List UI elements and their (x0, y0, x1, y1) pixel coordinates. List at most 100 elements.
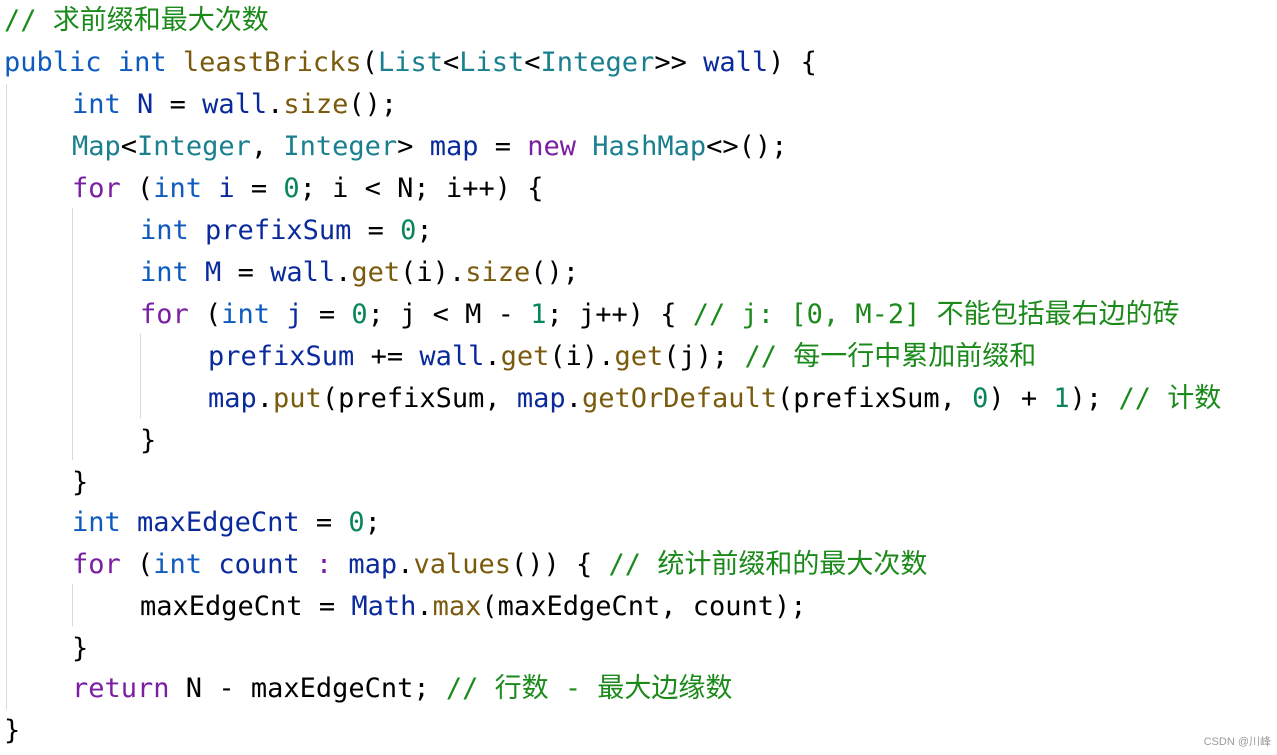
punct: ) + (988, 383, 1054, 414)
comment: // 统计前缀和的最大次数 (608, 549, 928, 580)
brace: } (4, 715, 21, 746)
code-line-14: for (int count : map.values()) { // 统计前缀… (72, 544, 927, 586)
paren: ( (120, 549, 154, 580)
punct: ; (416, 215, 433, 246)
keyword-int: int (221, 299, 271, 330)
number: 0 (351, 299, 368, 330)
paren: ( (188, 299, 222, 330)
code-line-18: } (4, 710, 20, 752)
var-map: map (429, 131, 479, 162)
comment: // 行数 - 最大边缘数 (445, 673, 733, 704)
number: 0 (283, 173, 300, 204)
punct: (); (348, 89, 398, 120)
class-list: List (377, 47, 443, 78)
method-get: get (351, 257, 401, 288)
angle: >> (654, 47, 687, 78)
dot: . (484, 341, 501, 372)
punct: (i). (549, 341, 615, 372)
var-maxedgecnt: maxEdgeCnt (137, 507, 300, 538)
method-max: max (432, 591, 482, 622)
comment: // j: [0, M-2] 不能包括最右边的砖 (692, 299, 1180, 330)
code-line-4: Map<Integer, Integer> map = new HashMap<… (72, 126, 787, 168)
code-line-9: prefixSum += wall.get(i).get(j); // 每一行中… (208, 336, 1036, 378)
number: 1 (530, 299, 547, 330)
comment: // 每一行中累加前缀和 (744, 341, 1037, 372)
code-line-12: } (72, 462, 88, 504)
brace: } (72, 633, 89, 664)
var-maxedgecnt: maxEdgeCnt (140, 591, 303, 622)
brace: } (72, 467, 89, 498)
class-integer: Integer (540, 47, 655, 78)
number: 1 (1053, 383, 1070, 414)
method-size: size (465, 257, 531, 288)
angle: < (442, 47, 460, 78)
code-line-16: } (72, 628, 88, 670)
class-hashmap: HashMap (592, 131, 707, 162)
punct: (i). (400, 257, 466, 288)
punct: (maxEdgeCnt, count); (481, 591, 807, 622)
comma: , (250, 131, 284, 162)
keyword-int: int (140, 257, 189, 288)
keyword-int: int (72, 89, 121, 120)
class-map: Map (72, 131, 121, 162)
indent-guide-level-1 (6, 84, 7, 710)
operator: = (221, 257, 271, 288)
operator: = (153, 89, 203, 120)
indent-guide-level-2 (72, 208, 73, 460)
paren: ( (120, 173, 154, 204)
keyword-int: int (153, 173, 203, 204)
dot: . (565, 383, 582, 414)
var-count: count (202, 549, 300, 580)
number: 0 (400, 215, 417, 246)
punct: (j); (663, 341, 745, 372)
method-name: leastBricks (182, 47, 362, 78)
operator: = (302, 299, 352, 330)
code-line-1: // 求前缀和最大次数 (4, 0, 269, 42)
operator: = (299, 507, 349, 538)
dot: . (397, 549, 414, 580)
class-list: List (459, 47, 525, 78)
punct: <>(); (706, 131, 788, 162)
expression: N - maxEdgeCnt; (169, 673, 446, 704)
keyword-public: public (4, 47, 102, 78)
class-integer: Integer (283, 131, 398, 162)
var-m: M (205, 257, 222, 288)
var-prefixsum: prefixSum (208, 341, 355, 372)
angle: > (397, 131, 414, 162)
class-integer: Integer (137, 131, 251, 162)
paren: ) { (768, 47, 817, 78)
number: 0 (348, 507, 365, 538)
punct: ; (364, 507, 381, 538)
operator: = (351, 215, 401, 246)
var-wall: wall (270, 257, 336, 288)
dot: . (267, 89, 284, 120)
code-line-8: for (int j = 0; j < M - 1; j++) { // j: … (140, 294, 1180, 336)
keyword-int: int (140, 215, 189, 246)
operator: = (302, 591, 352, 622)
punct: ; j < M - (367, 299, 531, 330)
code-line-17: return N - maxEdgeCnt; // 行数 - 最大边缘数 (72, 668, 732, 710)
comment: // 求前缀和最大次数 (4, 5, 269, 36)
code-line-3: int N = wall.size(); (72, 84, 397, 126)
var-j: j (270, 299, 303, 330)
operator: = (478, 131, 528, 162)
angle: < (524, 47, 541, 78)
keyword-for: for (72, 173, 121, 204)
punct: ; i < N; i++) { (299, 173, 544, 204)
var-prefixsum: prefixSum (205, 215, 352, 246)
dot: . (335, 257, 352, 288)
code-line-7: int M = wall.get(i).size(); (140, 252, 579, 294)
punct: ; j++) { (546, 299, 693, 330)
code-line-5: for (int i = 0; i < N; i++) { (72, 168, 543, 210)
code-line-6: int prefixSum = 0; (140, 210, 433, 252)
dot: . (416, 591, 433, 622)
punct: ()) { (511, 549, 609, 580)
indent-guide-level-3 (140, 334, 141, 418)
dot: . (256, 383, 274, 414)
var-i: i (202, 173, 235, 204)
angle: < (120, 131, 138, 162)
code-line-15: maxEdgeCnt = Math.max(maxEdgeCnt, count)… (140, 586, 807, 628)
brace: } (140, 425, 157, 456)
var-wall: wall (419, 341, 485, 372)
code-line-2: public int leastBricks(List<List<Integer… (4, 42, 817, 84)
